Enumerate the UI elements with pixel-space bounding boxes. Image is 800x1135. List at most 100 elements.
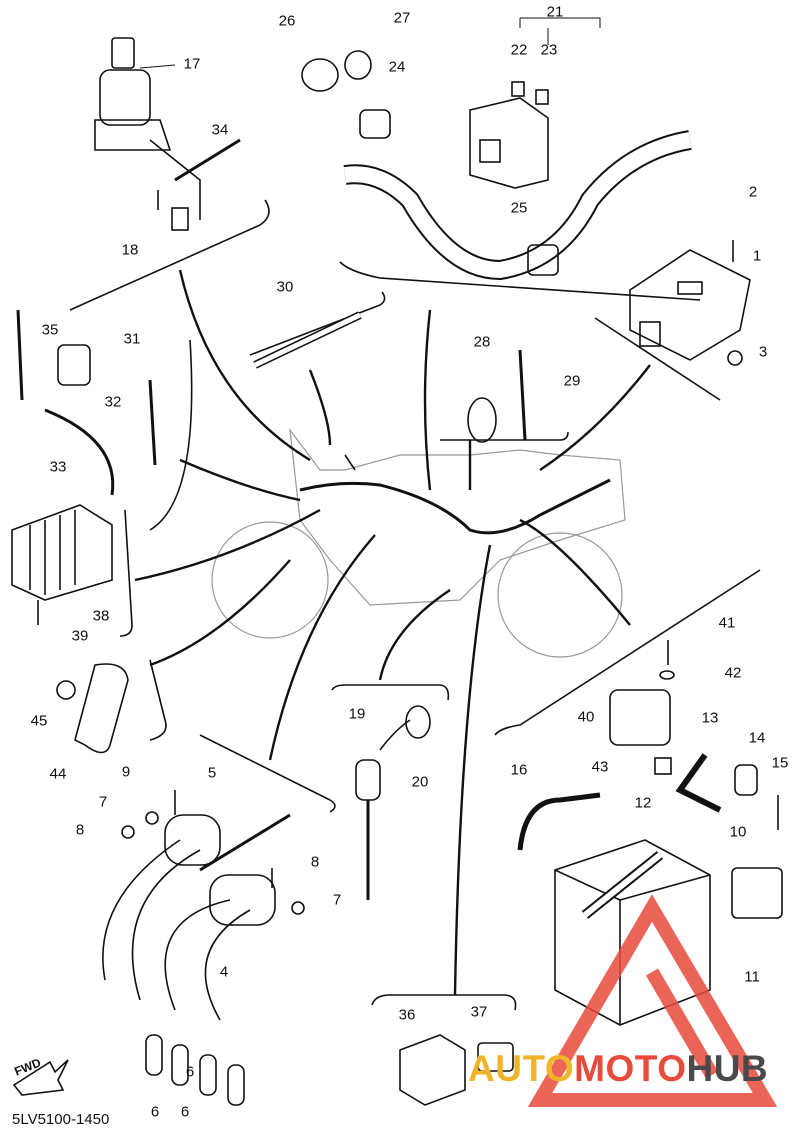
callout-29: 29 <box>563 372 581 390</box>
rear-wheel-ghost <box>497 532 623 658</box>
rectifier-regulator <box>11 504 113 601</box>
callout-32: 32 <box>104 393 122 411</box>
leader-tie <box>308 369 332 446</box>
callout-19: 19 <box>348 705 366 723</box>
ecu-unit <box>629 249 751 361</box>
watermark-hub: HUB <box>686 1048 769 1089</box>
panel-edge-battery <box>494 569 761 736</box>
clamp-33 <box>57 344 91 386</box>
main-harness <box>299 478 611 535</box>
callout-3: 3 <box>758 343 768 361</box>
callout-42: 42 <box>724 664 742 682</box>
clamp-26 <box>359 109 391 139</box>
leader-left <box>179 458 301 502</box>
panel-edge-regulator <box>119 509 133 637</box>
callout-28: 28 <box>473 333 491 351</box>
callout-24: 24 <box>388 58 406 76</box>
callout-2: 2 <box>748 183 758 201</box>
callout-9: 9 <box>121 763 131 781</box>
ignition-coil-5 <box>164 790 221 866</box>
watermark-triangle <box>527 894 778 1107</box>
callout-11: 11 <box>744 968 760 986</box>
leader-switch <box>344 454 356 471</box>
panel-edge-clamp <box>440 431 569 441</box>
callout-36: 36 <box>398 1006 416 1024</box>
callout-43: 43 <box>591 758 609 776</box>
battery-band-15-inner <box>583 852 662 918</box>
leader-harness <box>423 309 432 491</box>
callout-4: 4 <box>219 963 229 981</box>
callout-8: 8 <box>75 821 85 839</box>
watermark-auto: AUTO <box>468 1048 575 1089</box>
leader-ignition <box>178 269 311 462</box>
cable-tie-32-inner <box>253 312 362 368</box>
diagram-code: 5LV5100-1450 <box>12 1111 110 1128</box>
relay-38 <box>399 1034 466 1106</box>
grommet-3 <box>727 350 743 366</box>
callout-33: 33 <box>49 458 67 476</box>
callout-41: 41 <box>718 614 736 632</box>
sensor-21 <box>355 759 381 801</box>
panel-edge-harness <box>339 261 701 301</box>
panel-edge-relay <box>371 994 517 1011</box>
leader-coil <box>268 534 376 761</box>
callout-bracket-23 <box>519 17 601 45</box>
callout-15: 15 <box>771 754 789 772</box>
callout-12: 12 <box>634 794 652 812</box>
washer-44 <box>659 670 675 680</box>
callout-45: 45 <box>30 712 48 730</box>
callout-7: 7 <box>332 891 342 909</box>
callout-17: 17 <box>183 55 201 73</box>
callout-10: 10 <box>729 823 747 841</box>
band-34 <box>148 379 157 466</box>
harness-sleeve-inner <box>343 132 692 279</box>
callout-30: 30 <box>276 278 294 296</box>
panel-edge-sensor <box>331 684 450 701</box>
nut-45 <box>654 757 672 775</box>
leader-battery <box>519 518 631 626</box>
battery-lead-18 <box>517 792 601 851</box>
panel-edge-46 <box>149 659 167 741</box>
callout-18: 18 <box>121 241 139 259</box>
fwd-arrow <box>12 1059 69 1096</box>
band-37 <box>16 309 24 401</box>
panel-edge-ignition <box>69 199 270 311</box>
callout-16: 16 <box>510 761 528 779</box>
band-31 <box>518 349 527 441</box>
fuse-box <box>469 81 549 189</box>
leader-sensor <box>378 589 451 681</box>
starter-relay-12 <box>731 867 783 919</box>
callout-6: 6 <box>185 1063 195 1081</box>
panel-edge-ecu <box>594 317 721 401</box>
clamp-17 <box>734 764 758 796</box>
fuse-39 <box>477 1042 514 1072</box>
ignition-switch <box>94 37 201 231</box>
panel-edge-tie <box>249 291 386 356</box>
leader-regulator <box>134 508 321 582</box>
nut-47 <box>56 680 76 700</box>
callout-8: 8 <box>310 853 320 871</box>
callout-26: 26 <box>278 12 296 30</box>
grommet-22 <box>405 705 431 739</box>
plug-cap-1 <box>145 1034 163 1076</box>
callout-line-19 <box>139 64 176 69</box>
callout-23: 23 <box>540 41 558 59</box>
callout-22: 22 <box>510 41 528 59</box>
callout-6: 6 <box>150 1103 160 1121</box>
panel-edge-coil <box>199 734 336 813</box>
plug-cap-2 <box>171 1044 189 1086</box>
plug-cap-4 <box>227 1064 245 1106</box>
callout-44: 44 <box>49 765 67 783</box>
hose-clamp-29 <box>344 50 372 80</box>
clamp-30 <box>467 397 497 443</box>
watermark-text: AUTOMOTOHUB <box>468 1048 768 1090</box>
washer-9 <box>121 825 135 839</box>
callout-5: 5 <box>207 764 217 782</box>
nut-7-right <box>291 901 305 915</box>
callout-34: 34 <box>211 121 229 139</box>
callout-27: 27 <box>393 9 411 27</box>
callout-20: 20 <box>411 773 429 791</box>
plug-lead-2 <box>131 849 201 1001</box>
callout-31: 31 <box>123 330 141 348</box>
